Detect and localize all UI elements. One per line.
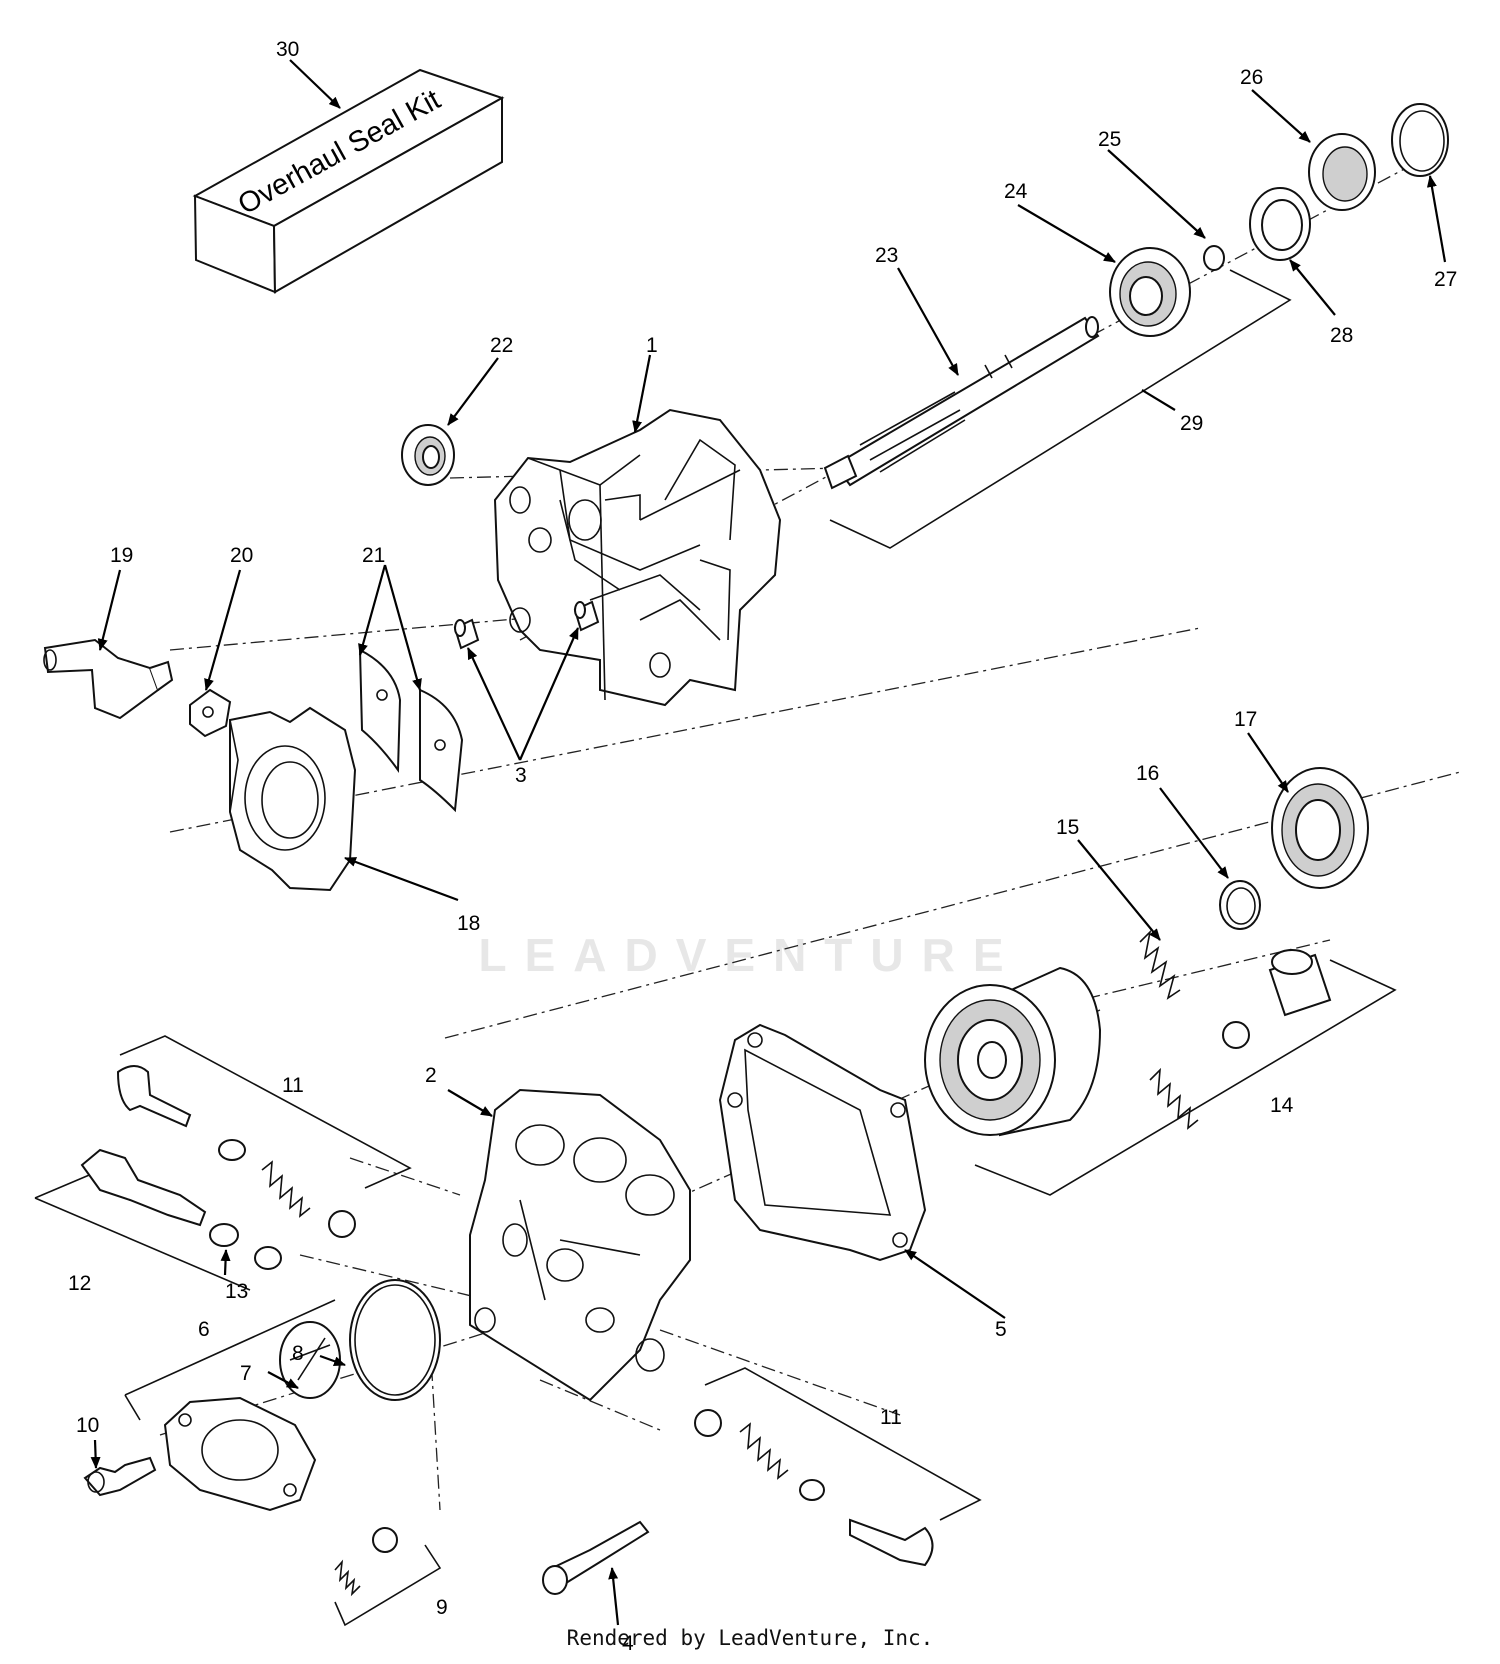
roller-bearing[interactable]	[1271, 767, 1369, 889]
callout-15: 15	[1056, 816, 1079, 839]
footer-credit: Rendered by LeadVenture, Inc.	[566, 1626, 934, 1650]
callout-18: 18	[457, 912, 480, 935]
callout-6: 6	[198, 1318, 210, 1341]
spring-washer[interactable]	[1219, 880, 1261, 930]
callout-10: 10	[76, 1414, 99, 1437]
gasket[interactable]	[718, 1023, 927, 1262]
watermark: LEADVENTURE	[478, 929, 1022, 981]
check-valve-lower[interactable]	[694, 1367, 982, 1567]
callout-24: 24	[1004, 180, 1028, 203]
callouts: 30 26 25 24 27 28 23 22 1 29 19 20 21 3 …	[68, 38, 1457, 1655]
lever-block[interactable]	[189, 688, 232, 738]
cylinder-block-kit[interactable]	[924, 949, 1397, 1196]
swashplate-cradle[interactable]	[229, 706, 357, 892]
callout-11-upper: 11	[282, 1074, 304, 1097]
shaft-seal[interactable]	[401, 424, 455, 486]
callout-30: 30	[276, 38, 299, 61]
callout-17: 17	[1234, 708, 1257, 731]
drive-shaft[interactable]	[823, 316, 1100, 490]
callout-25: 25	[1098, 128, 1121, 151]
assembly-lines	[159, 149, 1461, 1511]
callout-21: 21	[362, 544, 385, 567]
callout-11-lower: 11	[880, 1406, 902, 1429]
spring-and-ball[interactable]	[334, 1527, 442, 1627]
callout-4: 4	[622, 1632, 634, 1655]
callout-26: 26	[1240, 66, 1263, 89]
check-valve-upper[interactable]	[34, 1035, 412, 1291]
callout-3: 3	[515, 764, 527, 787]
leader-lines	[90, 59, 1447, 1626]
main-housing[interactable]	[493, 408, 782, 707]
callout-22: 22	[490, 334, 513, 357]
cap-screw[interactable]	[542, 1520, 650, 1595]
retaining-ring[interactable]	[1391, 103, 1449, 177]
callout-9: 9	[436, 1596, 448, 1619]
callout-19: 19	[110, 544, 133, 567]
relief-valve[interactable]	[80, 1148, 282, 1270]
callout-20: 20	[230, 544, 253, 567]
thrust-washer[interactable]	[1249, 187, 1311, 261]
overhaul-seal-kit-box[interactable]: Overhaul Seal Kit	[192, 68, 505, 294]
control-lever[interactable]	[43, 638, 174, 720]
callout-1: 1	[646, 334, 658, 357]
callout-14: 14	[1270, 1094, 1294, 1117]
lip-seal[interactable]	[1308, 133, 1376, 211]
callout-29: 29	[1180, 412, 1203, 435]
dowel-pins[interactable]	[453, 600, 600, 650]
callout-13: 13	[225, 1280, 248, 1303]
callout-5: 5	[995, 1318, 1007, 1341]
callout-27: 27	[1434, 268, 1457, 291]
bracket-shaft-kit	[829, 269, 1292, 549]
callout-7: 7	[240, 1362, 252, 1385]
thrust-pads[interactable]	[358, 648, 464, 813]
shaft-bearing[interactable]	[1109, 247, 1191, 337]
snap-ring-small[interactable]	[1203, 245, 1225, 271]
callout-16: 16	[1136, 762, 1159, 785]
callout-23: 23	[875, 244, 898, 267]
callout-8: 8	[292, 1342, 304, 1365]
end-cap[interactable]	[469, 1088, 691, 1402]
side-cover-assembly[interactable]	[83, 1279, 441, 1512]
compression-spring[interactable]	[1139, 929, 1181, 1000]
callout-12: 12	[68, 1272, 91, 1295]
callout-2: 2	[425, 1064, 437, 1087]
callout-28: 28	[1330, 324, 1353, 347]
